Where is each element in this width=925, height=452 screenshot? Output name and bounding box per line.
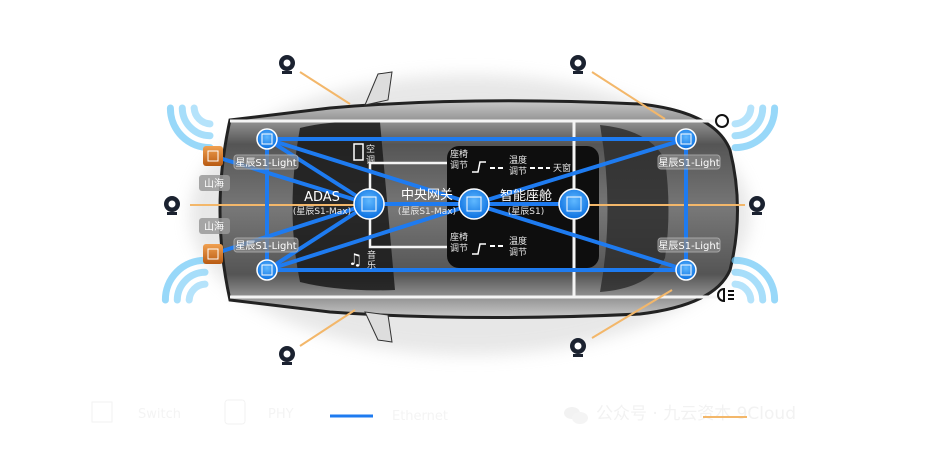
- cameras: [164, 55, 765, 365]
- music-label: 乐: [367, 259, 376, 271]
- car-windshield-front: [600, 125, 669, 292]
- svg-text:星辰S1-Light: 星辰S1-Light: [235, 157, 296, 169]
- legend-switch-icon: [91, 401, 113, 423]
- gateway-title: 中央网关: [401, 188, 453, 203]
- music-function: ♫ 音 乐: [348, 249, 376, 271]
- legend-ethernet-label: Ethernet: [392, 409, 448, 424]
- music-icon: ♫: [348, 250, 362, 269]
- svg-text:星辰S1-Light: 星辰S1-Light: [235, 240, 296, 252]
- cockpit-title: 智能座舱: [500, 189, 552, 204]
- adas-chip: (星辰S1-Max): [293, 206, 351, 217]
- switch-nodes: [256, 128, 697, 281]
- svg-text:星辰S1-Light: 星辰S1-Light: [658, 157, 719, 169]
- switch-chip-icon: [256, 259, 278, 281]
- gateway-chip: (星辰S1-Max): [398, 206, 456, 217]
- wifi-icon: [166, 104, 214, 152]
- music-label: 音: [367, 249, 376, 261]
- camera-icon: [279, 346, 295, 365]
- svg-text:公众号 · 九云资本 9Cloud: 公众号 · 九云资本 9Cloud: [596, 404, 796, 424]
- watermark: 公众号 · 九云资本 9Cloud: [564, 404, 796, 424]
- svg-text:座椅: 座椅: [450, 148, 468, 160]
- wifi-icon: [161, 256, 209, 304]
- svg-text:座椅: 座椅: [450, 231, 468, 243]
- svg-text:调节: 调节: [450, 160, 468, 171]
- adas-chip-icon: [353, 188, 385, 220]
- ac-label: 调: [366, 155, 375, 166]
- mirror-bottom: [364, 311, 393, 343]
- svg-text:调节: 调节: [509, 166, 527, 177]
- switch-chip-icon: [675, 259, 697, 281]
- svg-text:温度: 温度: [509, 154, 527, 166]
- camera-icon: [570, 55, 586, 74]
- sunroof-label: 天窗: [553, 162, 571, 174]
- headlight-icon: [715, 114, 729, 128]
- ac-label: 空: [366, 143, 375, 155]
- legend-phy-label: PHY: [268, 407, 294, 422]
- svg-text:温度: 温度: [509, 235, 527, 247]
- seat-icon: [472, 243, 486, 255]
- legend-switch-label: Switch: [138, 407, 181, 422]
- camera-icon: [164, 196, 180, 215]
- svg-text:山海: 山海: [204, 177, 224, 190]
- svg-text:调节: 调节: [450, 243, 468, 254]
- adas-title: ADAS: [304, 190, 340, 205]
- phy-chip-icon: [203, 244, 223, 264]
- svg-text:山海: 山海: [204, 220, 224, 233]
- legend-phy-icon: [224, 399, 246, 425]
- ac-function: 空 调: [353, 143, 375, 166]
- zone-labels: 星辰S1-Light 星辰S1-Light 星辰S1-Light 星辰S1-Li…: [199, 154, 721, 253]
- cockpit-chip: (星辰S1): [508, 206, 544, 217]
- ac-icon: [353, 143, 364, 161]
- seat-icon: [472, 161, 486, 173]
- wifi-icon: [731, 256, 779, 304]
- headlight-icon: [717, 287, 734, 303]
- ethernet-links: [212, 137, 688, 272]
- cockpit-chip-icon: [558, 188, 590, 220]
- camera-icon: [749, 196, 765, 215]
- wireless-signal-icons: [161, 104, 779, 304]
- phy-chip-icon: [203, 146, 223, 166]
- switch-chip-icon: [256, 128, 278, 150]
- switch-chip-icon: [675, 128, 697, 150]
- svg-text:调节: 调节: [509, 247, 527, 258]
- svg-text:星辰S1-Light: 星辰S1-Light: [658, 240, 719, 252]
- legend: Switch PHY Ethernet: [91, 399, 448, 425]
- wifi-icon: [731, 104, 779, 152]
- seat-function-top: 座椅 调节 温度 调节 天窗: [450, 148, 571, 177]
- camera-icon: [279, 55, 295, 74]
- mirror-top: [364, 71, 393, 106]
- camera-icon: [570, 338, 586, 357]
- seat-function-bottom: 座椅 调节 温度 调节: [450, 231, 527, 258]
- gateway-chip-icon: [458, 188, 490, 220]
